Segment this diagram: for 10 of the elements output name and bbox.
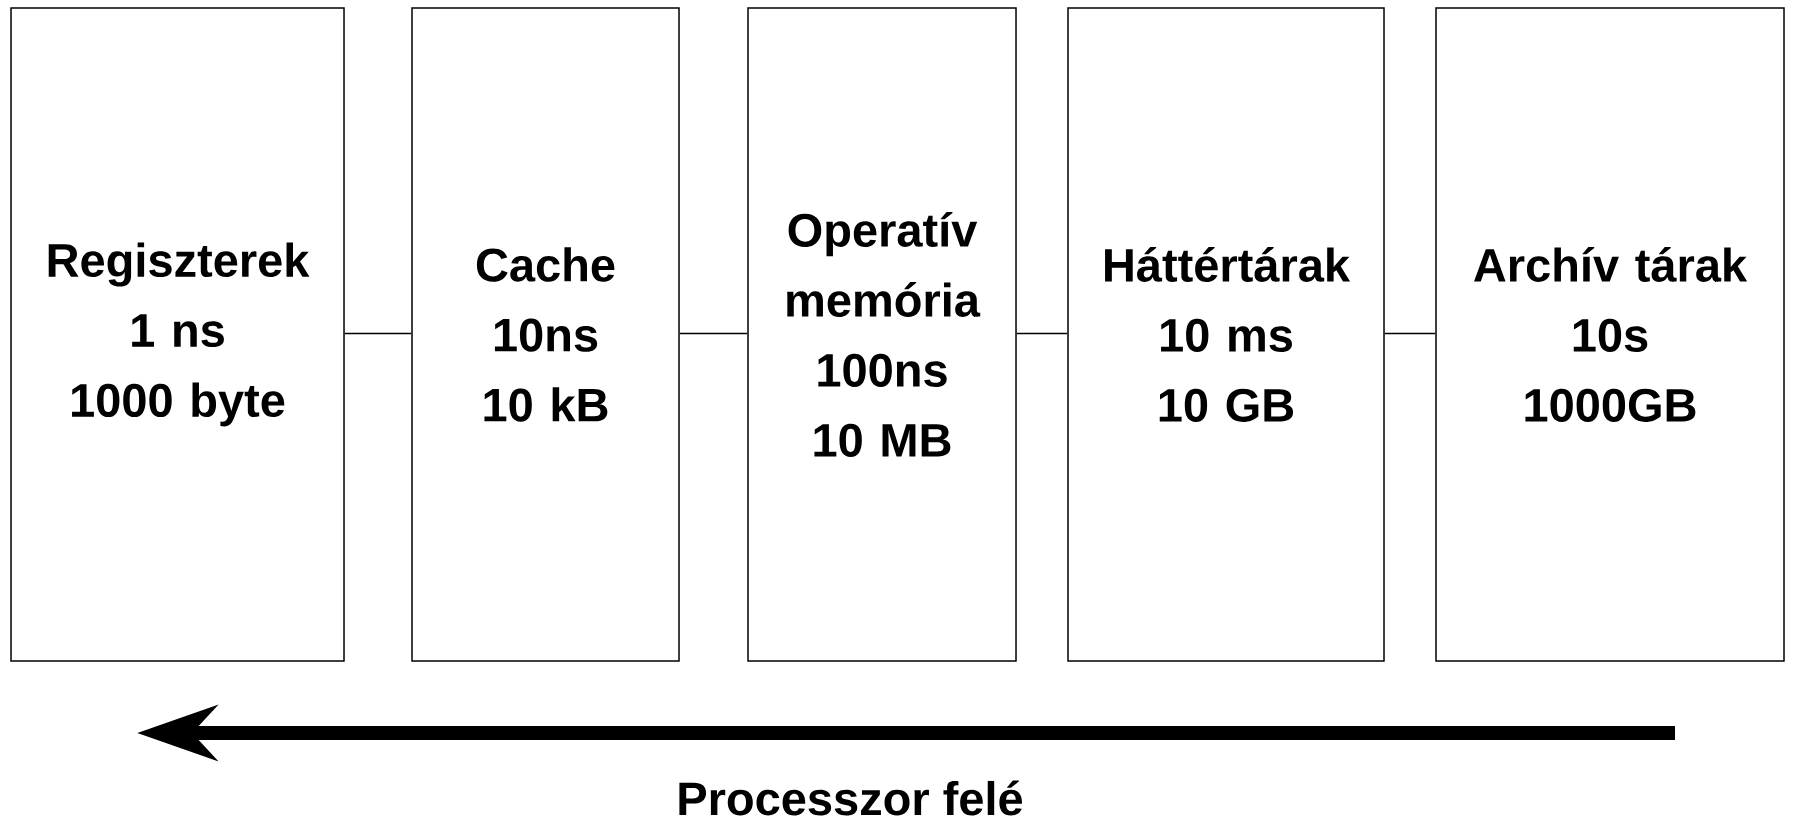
connector-line xyxy=(1384,332,1436,335)
connector-line xyxy=(1016,332,1068,335)
memory-box: Cache 10ns 10 kB xyxy=(411,7,680,662)
connector-line xyxy=(679,332,748,335)
memory-box: Archív tárak 10s 1000GB xyxy=(1435,7,1785,662)
memory-box: Operatív memória 100ns 10 MB xyxy=(747,7,1017,662)
memory-box: Háttértárak 10 ms 10 GB xyxy=(1067,7,1385,662)
caption-text: Processzor felé xyxy=(679,780,1023,816)
memory-box: Regiszterek 1 ns 1000 byte xyxy=(10,7,345,662)
connector-line xyxy=(344,332,412,335)
